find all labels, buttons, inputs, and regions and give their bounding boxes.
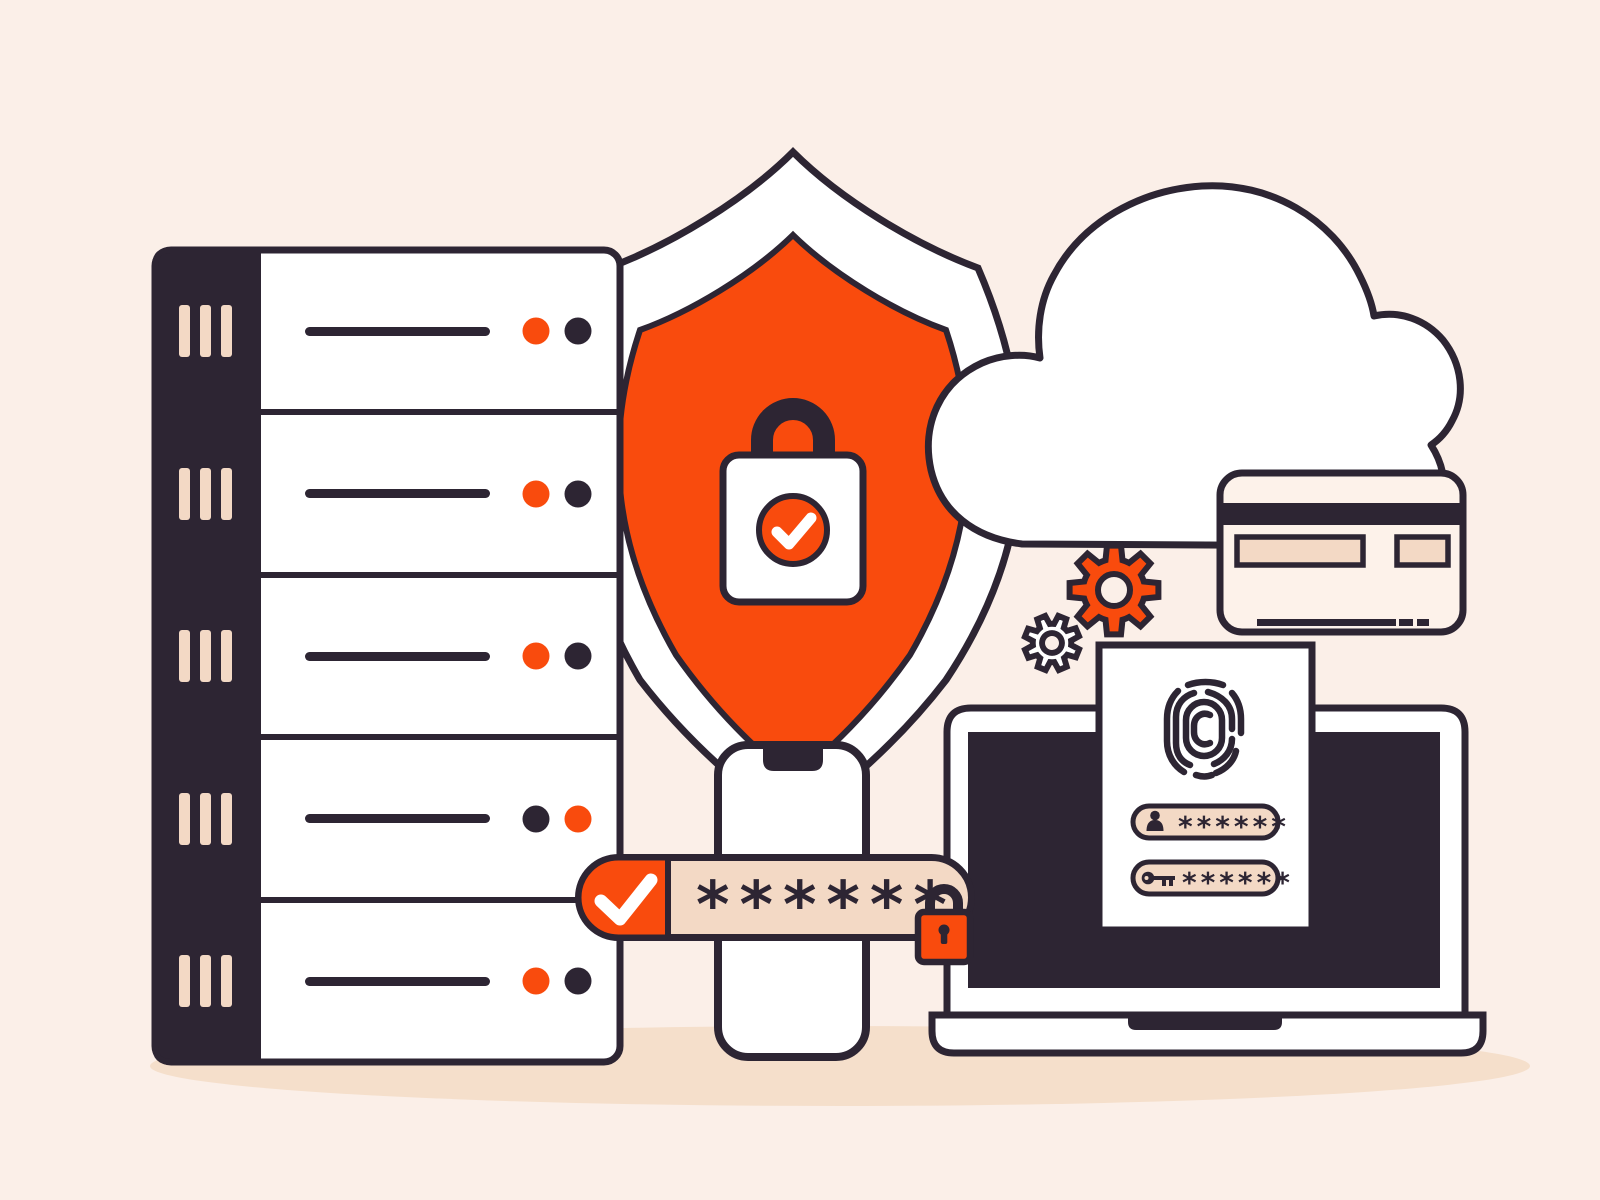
laptop-base: [928, 1011, 1487, 1057]
small-padlock-shackle: [925, 884, 963, 914]
password-bar: ******: [575, 854, 975, 966]
server-slot-line: [305, 652, 490, 661]
laptop-base-notch: [1128, 1015, 1282, 1030]
fingerprint-icon: [1163, 678, 1245, 780]
led-dark: [564, 642, 592, 670]
vent-bars: [179, 305, 232, 357]
led-orange: [522, 480, 550, 508]
password-masked-large-text: ******: [696, 869, 957, 943]
small-padlock-icon: [914, 884, 974, 966]
led-orange: [522, 317, 550, 345]
vent-bars: [179, 468, 232, 520]
server-slot-line: [305, 814, 490, 823]
server-unit: [179, 468, 592, 520]
card-cvv-box: [1394, 534, 1451, 568]
rack-separators: [155, 409, 620, 903]
check-icon: [771, 512, 817, 550]
check-icon: [594, 873, 658, 926]
shield-padlock: [719, 398, 867, 606]
password-bar-check-cap: [575, 854, 671, 941]
led-dark: [522, 805, 550, 833]
vent-bars: [179, 630, 232, 682]
card-number-line: [1257, 619, 1396, 626]
led-dark: [564, 967, 592, 995]
led-orange: [564, 805, 592, 833]
keyhole-stem: [940, 930, 948, 944]
card-number-dash: [1417, 619, 1429, 626]
credit-card: [1216, 469, 1467, 636]
led-orange: [522, 967, 550, 995]
server-unit: [179, 305, 592, 357]
key-icon: [1141, 871, 1175, 886]
led-dark: [564, 480, 592, 508]
server-unit: [179, 793, 592, 845]
username-field-box: [1130, 803, 1281, 841]
led-orange: [522, 642, 550, 670]
led-dark: [564, 317, 592, 345]
server-slot-line: [305, 327, 490, 336]
cloud: [924, 182, 1464, 550]
security-shield: [571, 147, 1024, 830]
server-rack: [151, 246, 624, 1066]
server-unit: [179, 630, 592, 682]
login-document: ****** ******: [1095, 641, 1316, 934]
password-field: ******: [1130, 859, 1294, 899]
server-unit: [179, 955, 592, 1007]
card-magnetic-stripe: [1223, 503, 1460, 525]
vent-bars: [179, 793, 232, 845]
check-badge: [756, 493, 830, 567]
username-masked-text: ******: [1178, 810, 1290, 843]
card-number-dash: [1399, 619, 1413, 626]
card-signature-box: [1234, 534, 1366, 568]
vent-bars: [179, 955, 232, 1007]
server-slot-line: [305, 489, 490, 498]
server-slot-line: [305, 977, 490, 986]
padlock-shackle: [751, 398, 835, 460]
user-icon: [1146, 810, 1164, 831]
phone-notch: [763, 749, 823, 771]
username-field: ******: [1130, 803, 1290, 843]
password-masked-text: ******: [1182, 866, 1294, 899]
